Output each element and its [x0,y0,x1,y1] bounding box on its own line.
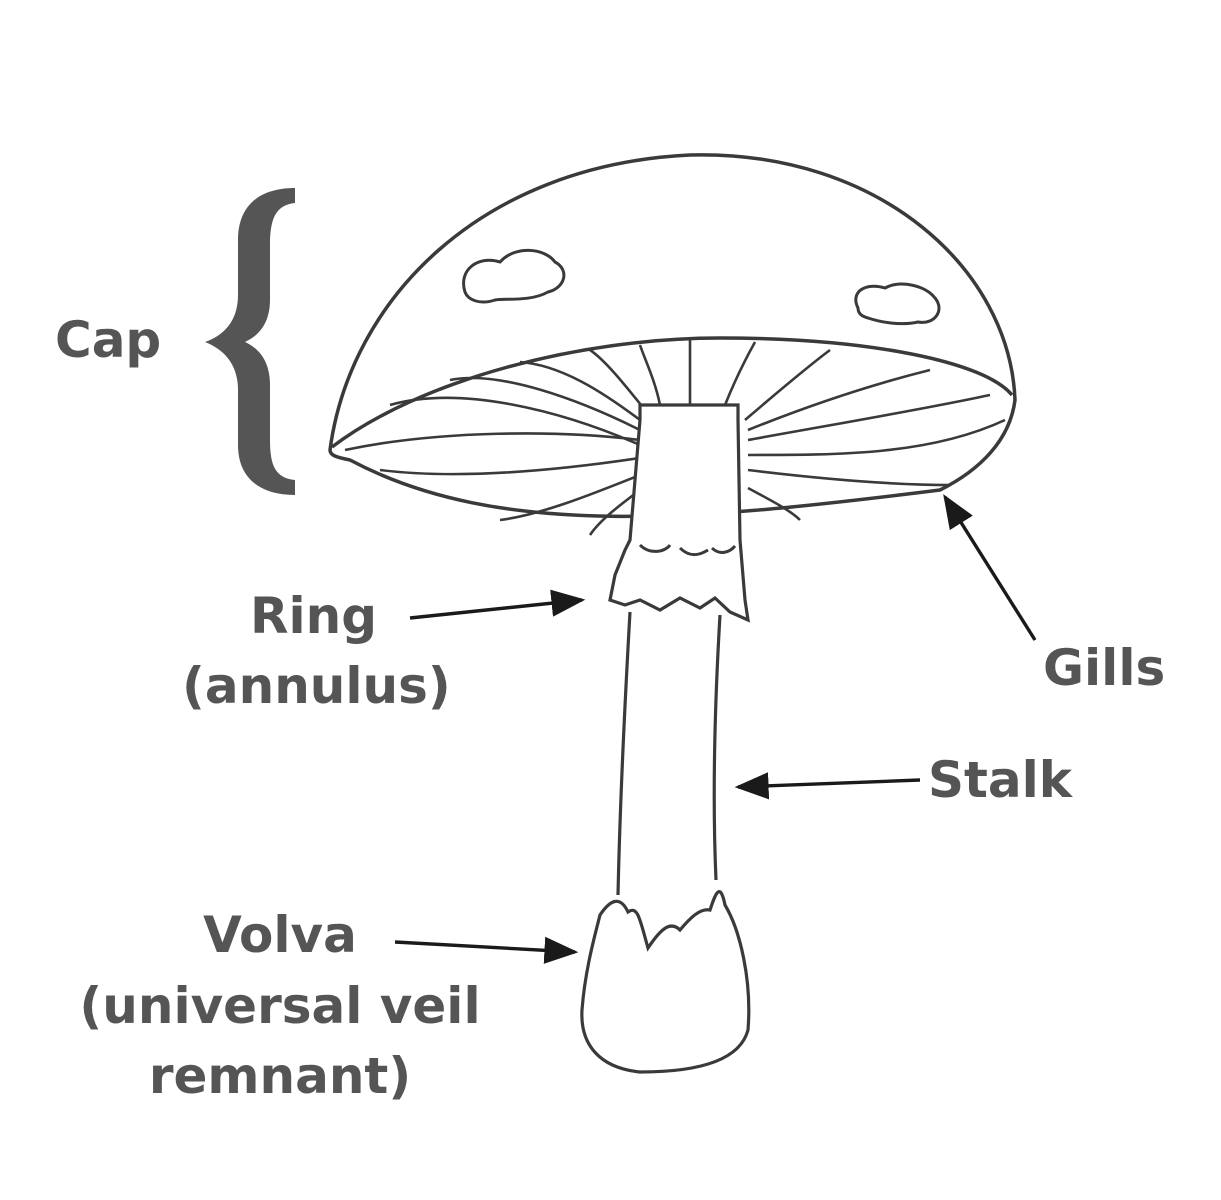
ring-label: Ring [250,586,377,646]
volva-label: Volva [70,905,490,965]
stalk-label: Stalk [928,750,1072,810]
gills-arrow [945,497,1035,640]
stalk-arrow [738,780,920,787]
cap-label: Cap [55,310,161,370]
ring-sublabel: (annulus) [182,656,451,716]
volva-sublabel-2: remnant) [70,1046,490,1106]
ring-arrow [410,600,582,618]
stalk-lower-right [714,615,720,880]
volva-sublabel-1: (universal veil [60,976,500,1036]
stalk-lower [618,612,630,895]
cap-brace [205,188,295,495]
volva-outline [582,892,749,1072]
cap-spot-right [856,284,939,324]
gills-label: Gills [1043,638,1165,698]
